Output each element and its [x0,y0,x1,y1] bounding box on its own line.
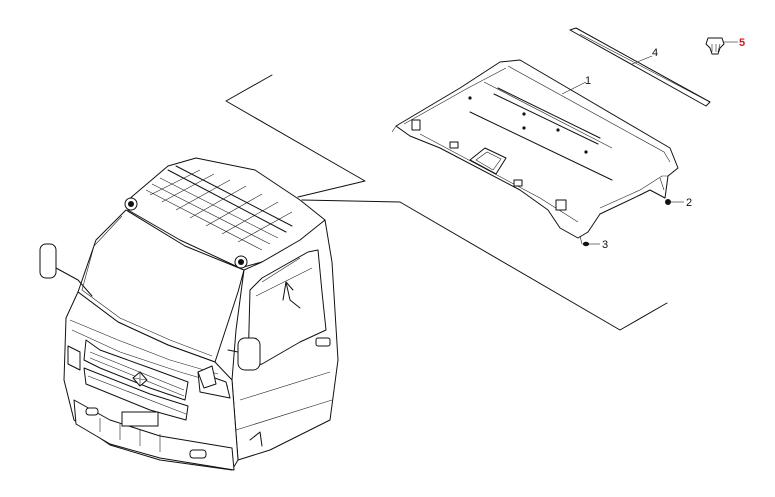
headlight-left [67,345,81,371]
leader-lines [561,41,738,245]
roof-panel-part [391,59,679,245]
roof-fastener [128,201,134,207]
fastener-part-2 [665,199,671,205]
front-grille [83,339,189,421]
fastener-part-3 [582,241,590,247]
explode-frame-lines [225,74,668,331]
door-arrow-icon [282,281,301,309]
roof-ribs [145,165,293,251]
roof-fastener [238,259,244,265]
plate-recess [121,411,159,427]
roof-panel-outline [395,59,679,239]
clip-part-5 [705,37,725,55]
callout-3: 3 [602,239,608,251]
callout-4: 4 [652,47,658,59]
fog-light [189,449,207,459]
fog-light [85,407,99,416]
callout-2: 2 [686,197,692,209]
roof-strip [569,27,711,107]
mirror-right [227,337,261,371]
callout-1: 1 [585,75,591,87]
clip-icon [705,37,725,55]
door-handle [315,337,331,347]
truck-cab [39,157,339,471]
callout-labels: 1 2 3 4 5 [585,37,745,251]
roof-hatch [469,147,507,175]
callout-5: 5 [739,37,745,49]
roof-strip-part [569,27,711,107]
mirror-left [39,243,93,297]
